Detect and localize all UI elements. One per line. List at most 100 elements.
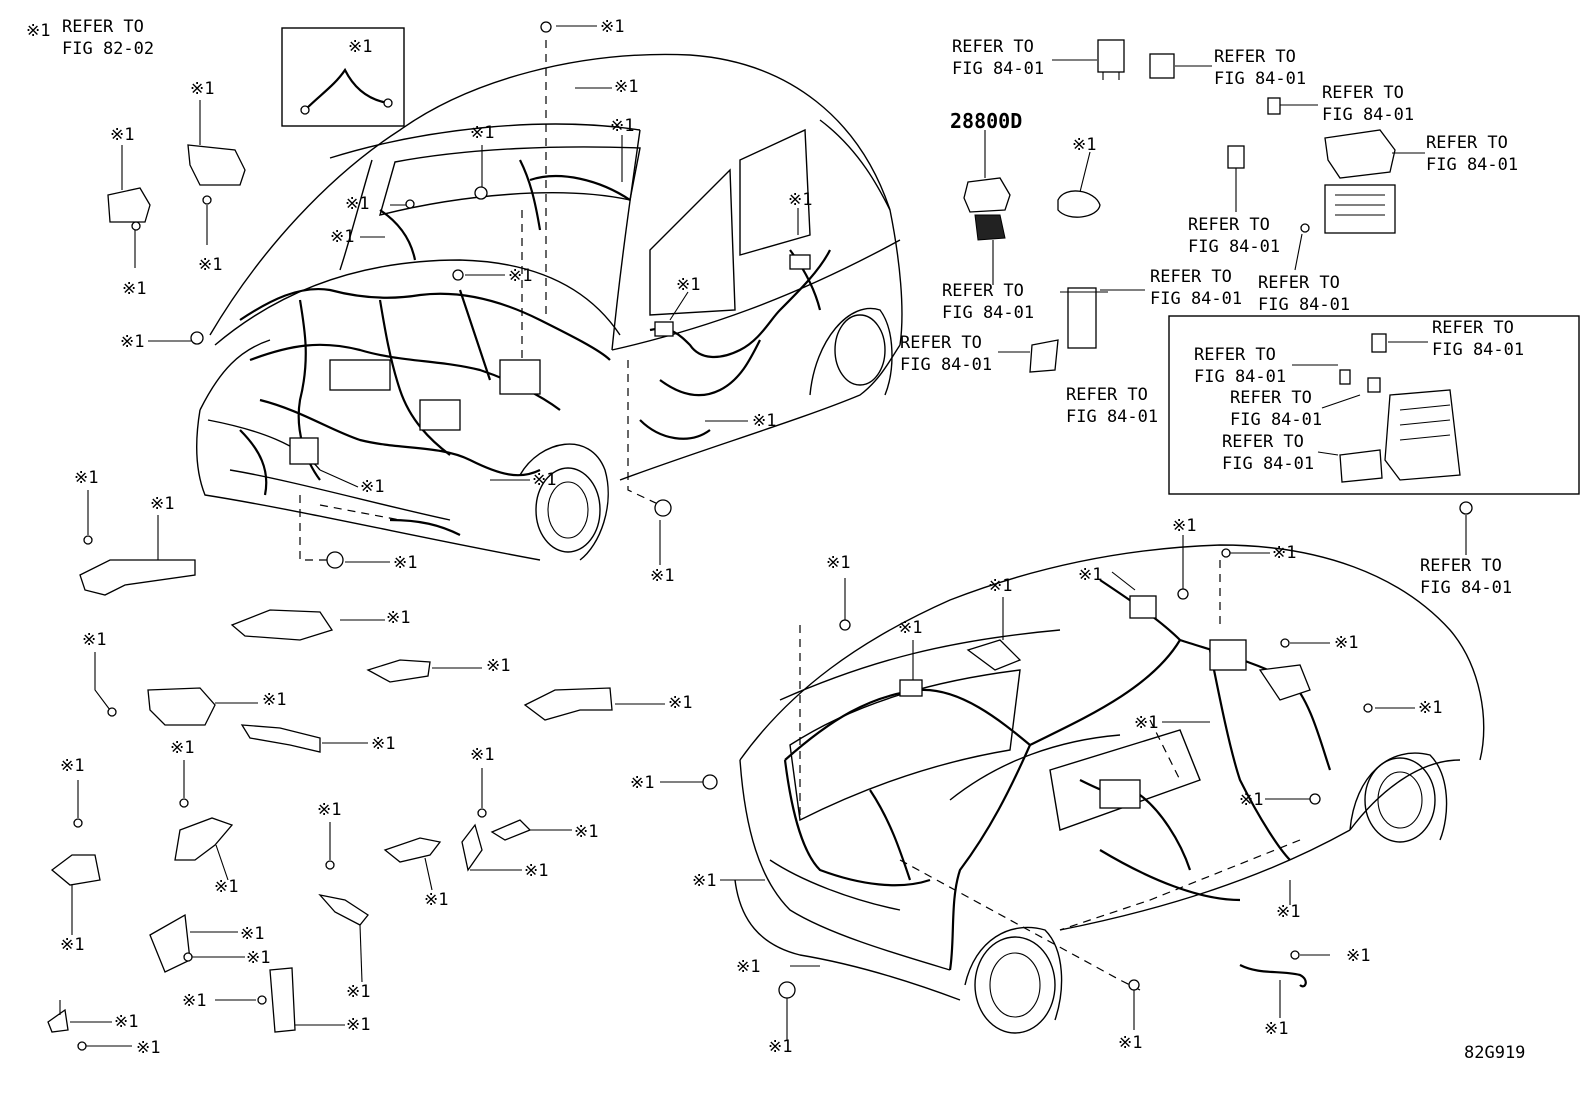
front-door-harness xyxy=(639,249,831,440)
callout-mark-13: ※1 xyxy=(120,332,144,352)
callout-mark-50: ※1 xyxy=(1272,543,1296,563)
callout-mark-6: ※1 xyxy=(330,227,354,247)
relay-parts xyxy=(963,39,1425,373)
callout-mark-34: ※1 xyxy=(346,982,370,1002)
refer-to-line1-10: REFER TO xyxy=(1066,385,1148,405)
refer-to-line2-7: FIG 84-01 xyxy=(1150,289,1242,309)
callout-mark-28: ※1 xyxy=(82,630,106,650)
refer-to-line2-5: FIG 84-01 xyxy=(1188,237,1280,257)
note-line-1: REFER TO xyxy=(62,17,144,37)
part-number-28800d: 28800D xyxy=(950,109,1022,133)
callout-mark-32: ※1 xyxy=(60,935,84,955)
inset-harness-box xyxy=(281,27,405,127)
refer-to-line1-2: REFER TO xyxy=(1214,47,1296,67)
refer-to-line1-6: REFER TO xyxy=(942,281,1024,301)
callout-mark-19: ※1 xyxy=(393,553,417,573)
callout-mark-52: ※1 xyxy=(1418,698,1442,718)
callout-mark-8: ※1 xyxy=(348,37,372,57)
callout-mark-9: ※1 xyxy=(190,79,214,99)
refer-to-line2-6: FIG 84-01 xyxy=(942,303,1034,323)
refer-to-line2-2: FIG 84-01 xyxy=(1214,69,1306,89)
callout-mark-1: ※1 xyxy=(600,17,624,37)
callout-mark-40: ※1 xyxy=(246,948,270,968)
front-leaders xyxy=(299,40,661,561)
callout-mark-39: ※1 xyxy=(240,924,264,944)
body-ecu-detail-box xyxy=(1168,315,1580,495)
rear-leaders xyxy=(799,560,1301,991)
refer-to-line2-4: FIG 84-01 xyxy=(1426,155,1518,175)
callout-mark-56: ※1 xyxy=(692,871,716,891)
left-bracket-parts xyxy=(47,490,665,1051)
front-fasteners xyxy=(190,21,672,569)
callout-mark-20: ※1 xyxy=(650,566,674,586)
callout-mark-15: ※1 xyxy=(788,190,812,210)
refer-to-line2-11: FIG 84-01 xyxy=(1432,340,1524,360)
callout-mark-4: ※1 xyxy=(470,123,494,143)
callout-mark-44: ※1 xyxy=(136,1038,160,1058)
refer-to-line1-14: REFER TO xyxy=(1222,432,1304,452)
callout-mark-10: ※1 xyxy=(110,125,134,145)
callout-mark-47: ※1 xyxy=(988,576,1012,596)
rear-vehicle-outline xyxy=(734,544,1485,1034)
callout-mark-54: ※1 xyxy=(1239,790,1263,810)
callout-mark-42: ※1 xyxy=(346,1015,370,1035)
callout-mark-58: ※1 xyxy=(1346,946,1370,966)
header-note: ※1 REFER TO FIG 82-02 xyxy=(26,17,154,59)
callout-mark-17: ※1 xyxy=(532,470,556,490)
refer-to-line1-8: REFER TO xyxy=(1258,273,1340,293)
callout-mark-14: ※1 xyxy=(676,275,700,295)
callout-labels: ※1 ※1 ※1 ※1 ※1 ※1 ※1 ※1 ※1 ※1 ※1 ※1 ※1 ※1 ※1 ※1 ※1 ※1 ※1 ※1… xyxy=(60,17,1525,1063)
refer-to-line2-9: FIG 84-01 xyxy=(900,355,992,375)
callout-mark-16: ※1 xyxy=(752,411,776,431)
callout-mark-7: ※1 xyxy=(508,266,532,286)
rear-callout-lines xyxy=(660,535,1415,1040)
refer-to-line1-13: REFER TO xyxy=(1230,388,1312,408)
engine-room-harness xyxy=(239,159,631,536)
refer-to-line1-15: REFER TO xyxy=(1420,556,1502,576)
callout-mark-24: ※1 xyxy=(486,656,510,676)
callout-mark-49: ※1 xyxy=(1172,516,1196,536)
callout-mark-60: ※1 xyxy=(1118,1033,1142,1053)
callout-mark-22: ※1 xyxy=(150,494,174,514)
callout-mark-51: ※1 xyxy=(1334,633,1358,653)
callout-mark-27: ※1 xyxy=(371,734,395,754)
front-callout-lines xyxy=(148,25,799,565)
rear-body-harness xyxy=(783,579,1332,988)
refer-to-line2-15: FIG 84-01 xyxy=(1420,578,1512,598)
callout-mark-61: ※1 xyxy=(736,957,760,977)
callout-mark-12: ※1 xyxy=(122,279,146,299)
refer-to-line2-12: FIG 84-01 xyxy=(1194,367,1286,387)
callout-mark-46: ※1 xyxy=(898,618,922,638)
refer-to-line1-9: REFER TO xyxy=(900,333,982,353)
callout-mark-18: ※1 xyxy=(360,477,384,497)
right-grommet xyxy=(1459,501,1473,555)
refer-to-line2-3: FIG 84-01 xyxy=(1322,105,1414,125)
callout-mark-37: ※1 xyxy=(574,822,598,842)
callout-mark-30: ※1 xyxy=(60,756,84,776)
callout-mark-45: ※1 xyxy=(826,553,850,573)
callout-mark-35: ※1 xyxy=(424,890,448,910)
callout-mark-48: ※1 xyxy=(1078,565,1102,585)
callout-mark-53: ※1 xyxy=(1134,713,1158,733)
callout-mark-43: ※1 xyxy=(114,1012,138,1032)
callout-mark-59: ※1 xyxy=(1264,1019,1288,1039)
callout-mark-62: ※1 xyxy=(768,1037,792,1057)
callout-mark-38: ※1 xyxy=(524,861,548,881)
note-symbol: ※1 xyxy=(26,21,50,41)
callout-mark-25: ※1 xyxy=(668,693,692,713)
refer-to-line2-10: FIG 84-01 xyxy=(1066,407,1158,427)
refer-to-line1-1: REFER TO xyxy=(952,37,1034,57)
refer-to-line1-5: REFER TO xyxy=(1188,215,1270,235)
callout-mark-41: ※1 xyxy=(182,991,206,1011)
callout-mark-2: ※1 xyxy=(614,77,638,97)
callout-mark-23: ※1 xyxy=(386,608,410,628)
callout-mark-21: ※1 xyxy=(74,468,98,488)
figure-code: 82G919 xyxy=(1464,1043,1525,1063)
refer-to-line1-4: REFER TO xyxy=(1426,133,1508,153)
callout-mark-31: ※1 xyxy=(214,877,238,897)
callout-mark-55: ※1 xyxy=(630,773,654,793)
refer-to-line1-7: REFER TO xyxy=(1150,267,1232,287)
callout-mark-57: ※1 xyxy=(1276,902,1300,922)
refer-to-line1-11: REFER TO xyxy=(1432,318,1514,338)
